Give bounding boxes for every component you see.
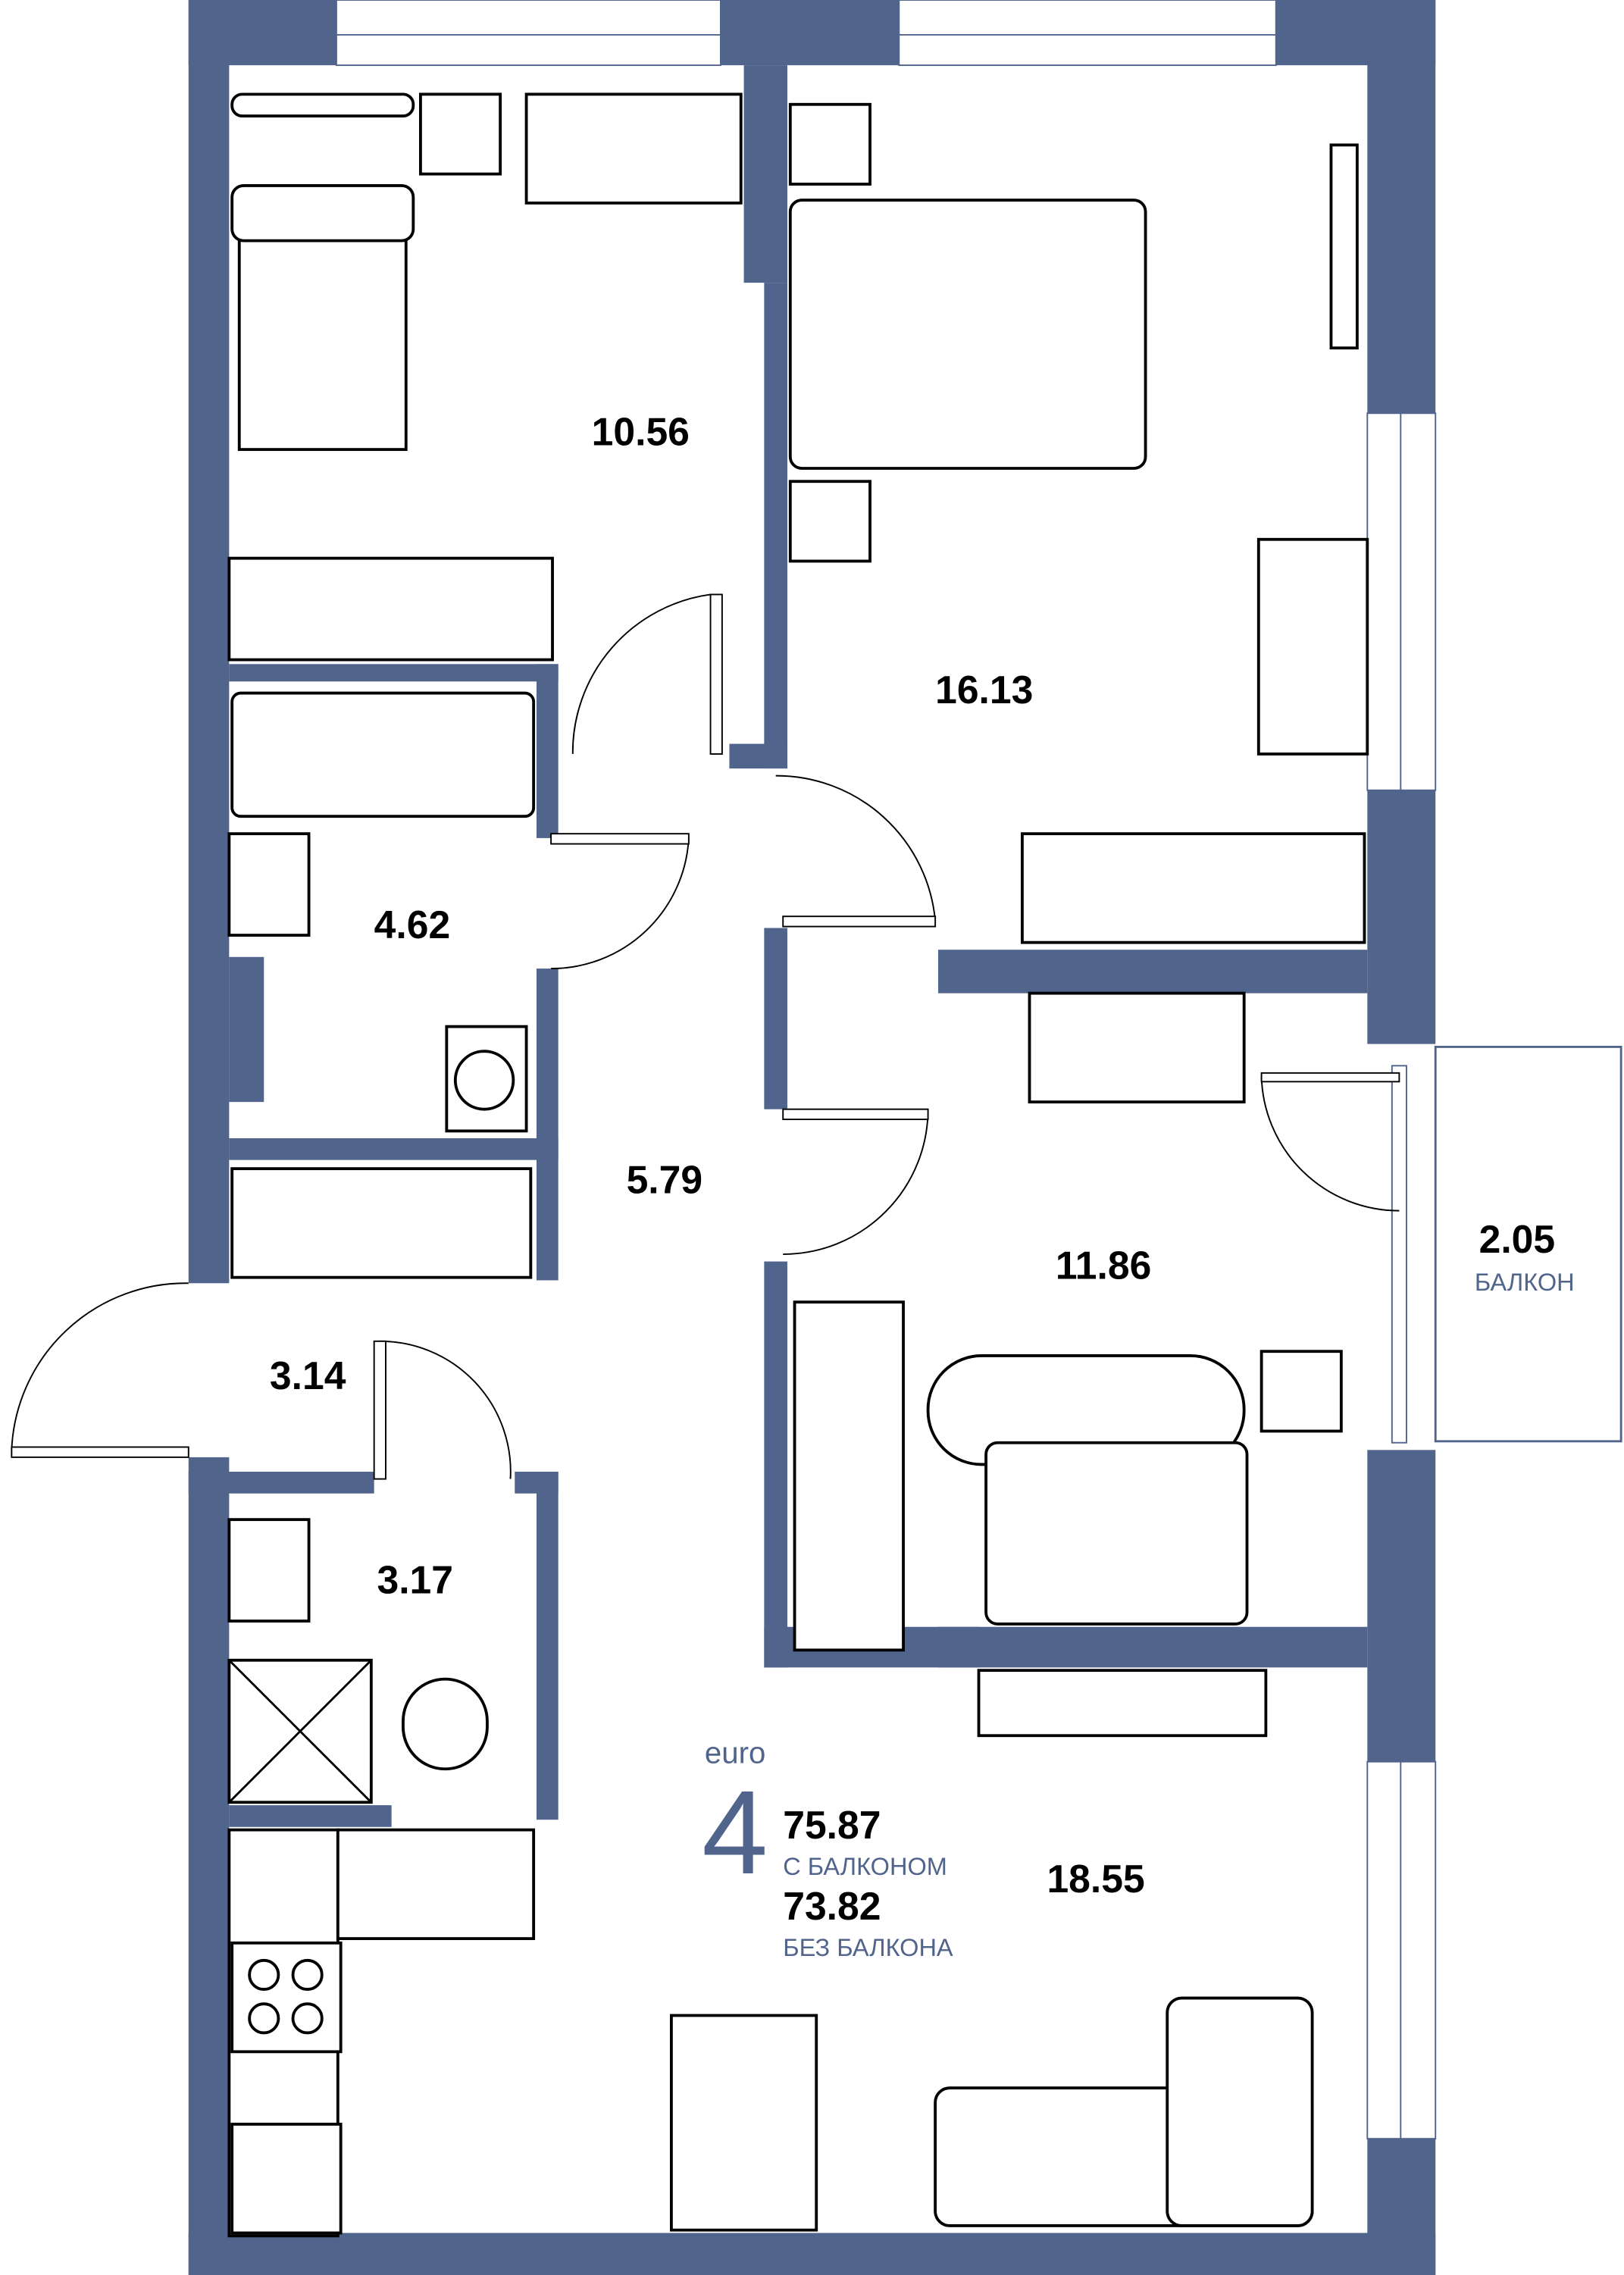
with-balcony-label: С БАЛКОНОМ [783, 1853, 947, 1880]
furniture [227, 92, 1369, 2238]
room-area-kitchen-living: 18.55 [1047, 1857, 1144, 1901]
apartment-summary: euro 4 75.87 С БАЛКОНОМ 73.82 БЕЗ БАЛКОН… [702, 1736, 953, 1961]
balcony-label: БАЛКОН [1475, 1269, 1575, 1296]
windows [335, 0, 1437, 2140]
doors [11, 593, 1400, 1480]
area-without-balcony: 73.82 [783, 1884, 881, 1928]
rooms-count: 4 [702, 1766, 768, 1899]
walls [188, 0, 1436, 2275]
balcony [1391, 1045, 1622, 1444]
area-with-balcony: 75.87 [783, 1803, 881, 1847]
room-area-bathroom: 4.62 [374, 903, 451, 947]
room-area-entry: 3.14 [270, 1353, 346, 1397]
apartment-type-label: euro [705, 1736, 765, 1770]
room-area-wc: 3.17 [377, 1558, 454, 1602]
room-area-bedroom-2: 16.13 [935, 668, 1033, 712]
room-area-balcony: 2.05 [1479, 1217, 1556, 1261]
room-area-bedroom-1: 10.56 [592, 409, 690, 453]
room-area-hall: 5.79 [627, 1158, 703, 1202]
without-balcony-label: БЕЗ БАЛКОНА [783, 1934, 953, 1961]
room-area-bedroom-3: 11.86 [1056, 1244, 1151, 1288]
